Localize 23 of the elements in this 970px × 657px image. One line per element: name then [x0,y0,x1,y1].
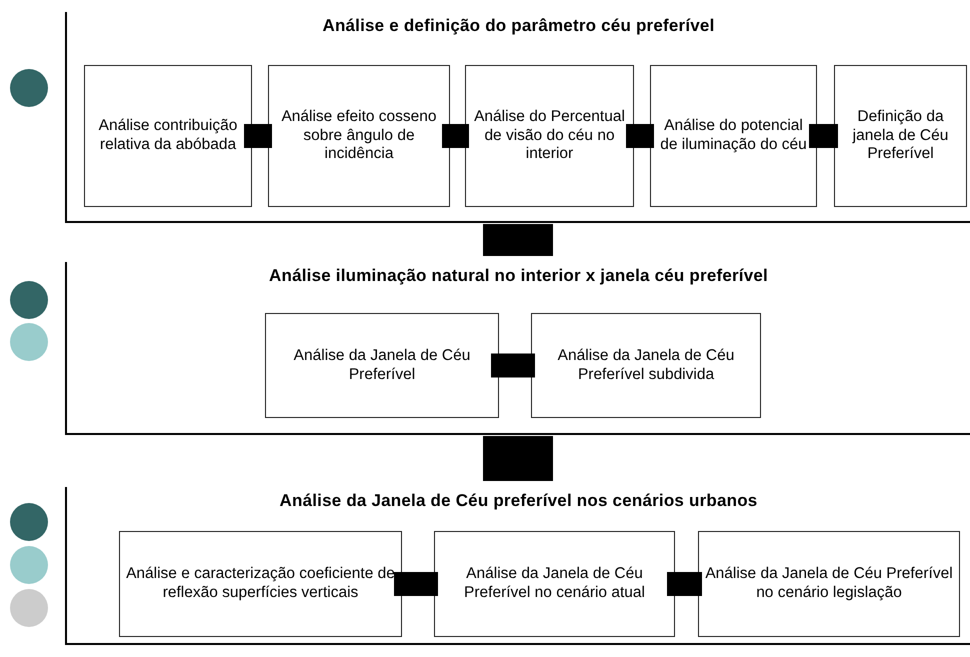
stage-frame [65,12,970,223]
connector [491,354,535,378]
stage-title: Análise da Janela de Céu preferível nos cenários urbanos [278,491,758,511]
process-box: Análise e caracterização coeficiente de reflexão superfícies verticais [119,531,402,637]
connector [394,572,438,596]
stage-title: Análise iluminação natural no interior x janela céu preferível [268,266,769,286]
stage-frame [65,262,970,435]
process-box: Análise contribuição relativa da abóbada [84,65,252,207]
stage-frame [65,487,970,645]
process-box: Análise da Janela de Céu Preferível [265,313,499,418]
connector [442,124,469,148]
process-box: Análise do potencial de iluminação do céu [650,65,817,207]
process-box: Análise da Janela de Céu Preferível no cenário atual [434,531,675,637]
process-box: Análise efeito cosseno sobre ângulo de incidência [268,65,450,207]
process-box: Análise da Janela de Céu Preferível subdivida [531,313,761,418]
connector [244,124,272,148]
stage-title: Análise e definição do parâmetro céu preferível [321,16,716,36]
process-box: Análise da Janela de Céu Preferível no cenário legislação [698,531,960,637]
connector [667,572,702,596]
process-box: Definição da janela de Céu Preferível [834,65,967,207]
connector [626,124,654,148]
process-box: Análise do Percentual de visão do céu no interior [465,65,634,207]
connector [809,124,838,148]
